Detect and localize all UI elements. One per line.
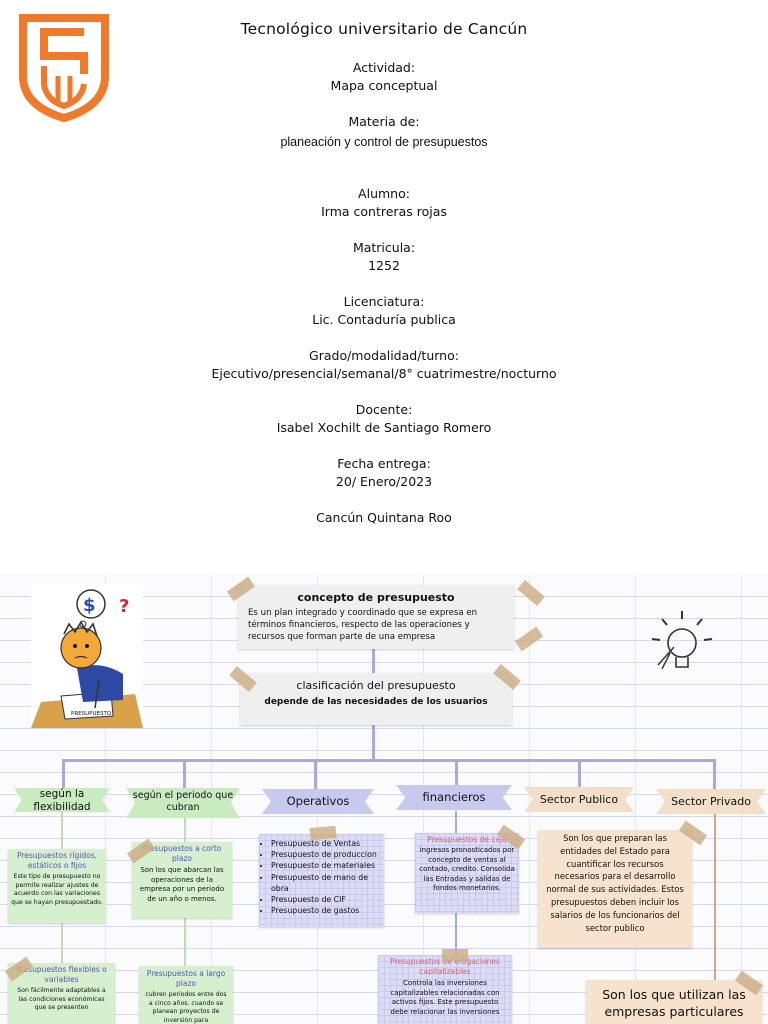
university-logo	[19, 14, 109, 122]
student-label: Alumno:	[358, 186, 410, 201]
concept-text: Es un plan integrado y coordinado que se…	[248, 608, 478, 642]
classification-subtitle: depende de las necesidades de los usuari…	[264, 697, 488, 707]
location: Cancún Quintana Roo	[316, 510, 452, 525]
concept-card: concepto de presupuesto Es un plan integ…	[238, 585, 514, 649]
branch-financieros: financieros	[396, 785, 512, 810]
activity-value: Mapa conceptual	[330, 78, 438, 93]
thinking-student-icon: $ ? PRESUPUESTO	[31, 589, 143, 728]
subject-value: planeación y control de presupuestos	[280, 135, 488, 149]
classification-title: clasificación del presupuesto	[296, 679, 456, 692]
date-label: Fecha entrega:	[337, 456, 431, 471]
student-illustration: $ ? PRESUPUESTO	[31, 584, 143, 728]
teacher-value: Isabel Xochilt de Santiago Romero	[276, 420, 492, 435]
card-short-term: Presupuestos a corto plazo Son los que a…	[132, 842, 232, 918]
concept-title: concepto de presupuesto	[297, 591, 455, 604]
subject-label: Materia de:	[348, 114, 420, 129]
svg-text:?: ?	[119, 596, 129, 617]
id-label: Matricula:	[352, 240, 416, 255]
grade-value: Ejecutivo/presencial/semanal/8° cuatrime…	[211, 366, 557, 381]
branch-flexibility: según la flexibilidad	[14, 788, 110, 812]
date-value: 20/ Enero/2023	[335, 474, 433, 489]
card-public-sector: Son los que preparan las entidades del E…	[538, 830, 692, 948]
concept-map: $ ? PRESUPUESTO	[0, 575, 768, 1024]
teacher-label: Docente:	[355, 402, 413, 417]
institution-title: Tecnológico universitario de Cancún	[240, 20, 528, 38]
card-cash-budgets: Presupuestos de caja ingresos pronostica…	[415, 833, 519, 913]
activity-label: Actividad:	[352, 60, 416, 75]
degree-value: Lic. Contaduría publica	[312, 312, 456, 327]
card-capital-budgets: Presupuestos de erogaciones capitalizabl…	[378, 955, 512, 1024]
branch-period: según el periodo que cubran	[126, 788, 240, 818]
branch-sector-publico: Sector Publico	[524, 787, 634, 812]
card-long-term: Presupuestos a largo plazo cubren period…	[139, 966, 233, 1024]
degree-label: Licenciatura:	[343, 294, 425, 309]
card-rigid-budgets: Presupuestos rígidos, estáticos o fijos …	[8, 849, 106, 923]
branch-sector-privado: Sector Privado	[656, 789, 766, 814]
svg-text:$: $	[83, 595, 96, 616]
cover-page: Tecnológico universitario de Cancún Acti…	[19, 14, 557, 525]
card-operating-budgets: Presupuesto de Ventas Presupuesto de pro…	[259, 834, 384, 927]
operating-budgets-list: Presupuesto de Ventas Presupuesto de pro…	[259, 838, 384, 916]
card-private-sector: Son los que utilizan las empresas partic…	[586, 980, 762, 1024]
light-bulb-icon	[651, 611, 713, 670]
student-value: Irma contreras rojas	[321, 204, 447, 219]
grade-label: Grado/modalidad/turno:	[309, 348, 459, 363]
branch-operativos: Operativos	[262, 789, 374, 814]
id-value: 1252	[368, 258, 400, 273]
svg-text:PRESUPUESTO: PRESUPUESTO	[71, 711, 112, 717]
card-flexible-budgets: Presupuestos flexibles o variables Son f…	[8, 963, 115, 1024]
classification-card: clasificación del presupuesto depende de…	[240, 673, 512, 725]
